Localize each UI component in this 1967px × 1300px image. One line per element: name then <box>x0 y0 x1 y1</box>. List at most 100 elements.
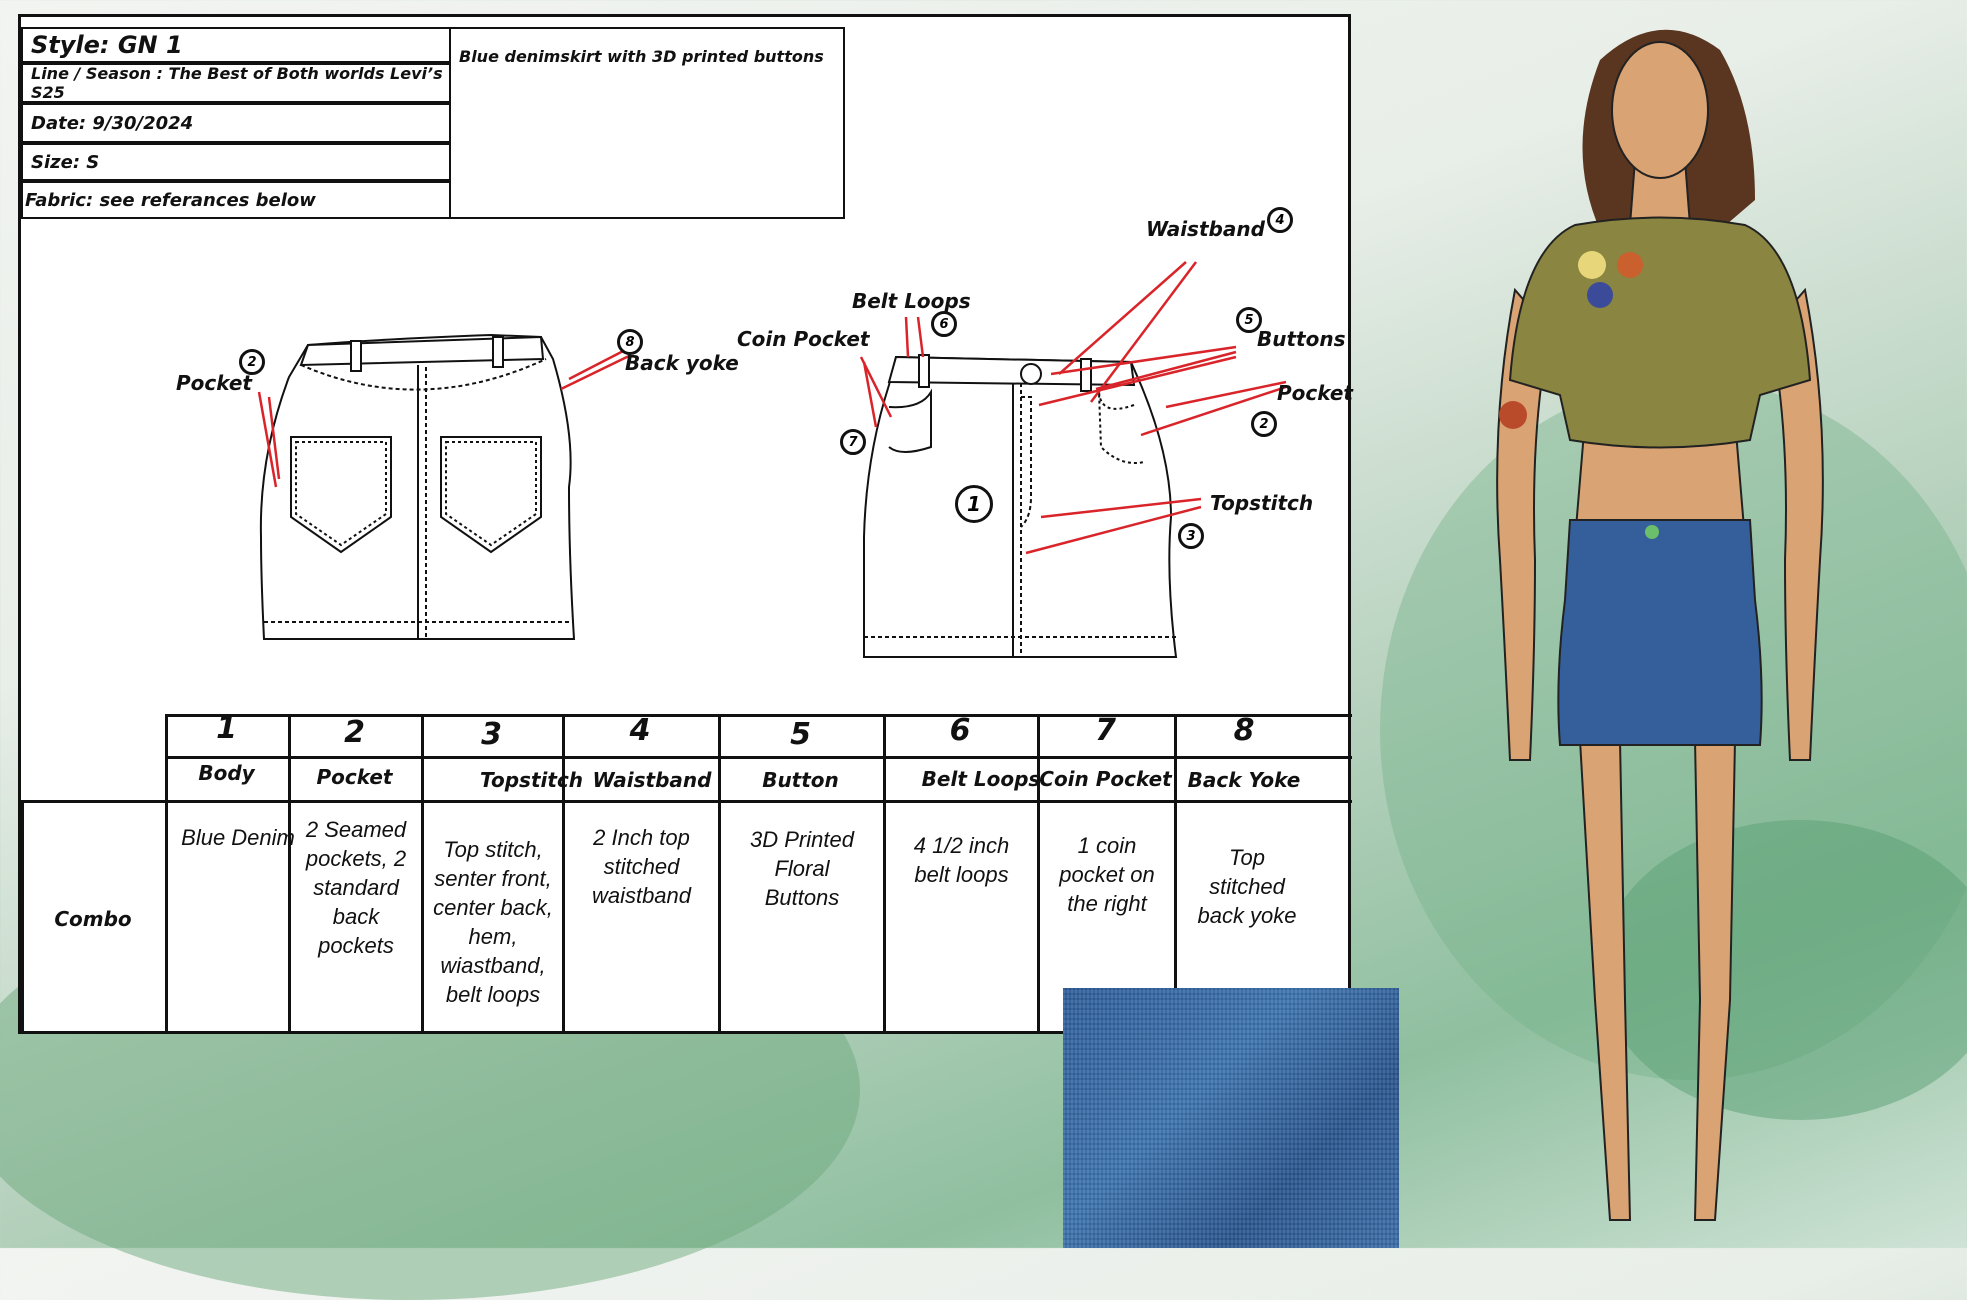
line-season-text: Line / Season : The Best of Both worlds … <box>31 64 443 102</box>
cell-line: 1 coin <box>1077 833 1137 858</box>
cell-line: senter front, <box>434 866 552 891</box>
cell-line: standard <box>313 875 399 900</box>
model-illustration <box>1496 29 1824 1221</box>
table-border <box>421 714 424 1034</box>
back-yoke-num: 8 <box>617 329 643 355</box>
table-border <box>562 714 565 1034</box>
coin-pocket-num: 7 <box>840 429 866 455</box>
cell-line: pocket on <box>1059 862 1155 887</box>
col-head-belt-loops: Belt Loops <box>921 767 1041 791</box>
date-text: Date: 9/30/2024 <box>31 112 194 134</box>
denim-fabric-swatch <box>1063 988 1399 1248</box>
table-border <box>883 714 886 1034</box>
denim-skirt <box>1557 519 1763 746</box>
col-num-3: 3 <box>481 717 502 752</box>
cell-line: back <box>332 904 380 929</box>
waistband-num: 4 <box>1267 207 1293 233</box>
col-head-pocket: Pocket <box>316 765 393 789</box>
cell-back-yoke: Top stitched back yoke <box>1177 843 1317 930</box>
col-num-6: 6 <box>949 713 971 748</box>
background-leaf <box>1600 820 1967 1120</box>
table-border <box>1037 714 1040 1034</box>
callout-lines <box>257 261 1287 555</box>
col-num-8: 8 <box>1233 713 1255 748</box>
cell-line: 4 1/2 inch <box>913 833 1010 858</box>
cell-line: stitched <box>1209 874 1285 899</box>
style-cell: Style: GN 1 <box>21 27 451 63</box>
cell-line: center back, <box>433 895 553 920</box>
col-head-button: Button <box>762 768 839 792</box>
table-border <box>165 714 1352 717</box>
col-head-body: Body <box>198 761 255 785</box>
description-cell: Blue denimskirt with 3D printed buttons <box>449 27 845 219</box>
flower-print <box>1587 282 1613 308</box>
col-num-1: 1 <box>216 711 237 746</box>
skirt-flat-sketches <box>257 261 1287 658</box>
cell-line: wiastband, <box>440 953 546 978</box>
cell-line: 2 Inch top <box>593 825 690 850</box>
col-head-waistband: Waistband <box>592 768 712 792</box>
table-border <box>165 756 1352 759</box>
topstitch-num: 3 <box>1178 523 1204 549</box>
cell-line: stitched <box>603 854 680 879</box>
legs <box>1578 739 1737 1221</box>
cell-line: Buttons <box>764 885 840 910</box>
pocket-callout: Pocket <box>1277 381 1353 405</box>
crop-top <box>1508 216 1812 449</box>
cell-waistband: 2 Inch top stitched waistband <box>565 823 718 910</box>
flower-print <box>1617 252 1643 278</box>
coin-pocket-callout: Coin Pocket <box>737 327 870 351</box>
table-border <box>718 714 721 1034</box>
cell-line: Top stitch, <box>443 837 543 862</box>
col-num-2: 2 <box>344 715 365 750</box>
cell-line: 2 Seamed <box>305 817 407 842</box>
back-pocket-num: 2 <box>239 349 265 375</box>
table-border <box>1174 714 1177 1034</box>
belt-loops-num: 6 <box>931 311 957 337</box>
back-pocket-callout: Pocket <box>176 371 252 395</box>
skirt-button <box>1645 525 1659 539</box>
cell-belt-loops: 4 1/2 inch belt loops <box>886 831 1037 889</box>
table-border <box>288 714 291 1034</box>
body-num: 1 <box>955 485 993 523</box>
flower-print <box>1578 251 1606 279</box>
cell-line: Top <box>1229 845 1265 870</box>
cell-topstitch: Top stitch, senter front, center back, h… <box>424 835 562 1009</box>
skirt-back-view <box>259 333 576 640</box>
col-head-back-yoke: Back Yoke <box>1187 768 1301 792</box>
cell-line: back yoke <box>1197 903 1297 928</box>
cell-line: belt loops <box>914 862 1009 887</box>
col-num-4: 4 <box>629 713 651 748</box>
cell-line: Blue Denim <box>181 825 295 850</box>
waistband-callout: Waistband <box>1146 217 1265 241</box>
cell-coin-pocket: 1 coin pocket on the right <box>1040 831 1174 918</box>
buttons-callout: Buttons <box>1257 327 1346 351</box>
cell-line: belt loops <box>445 982 541 1007</box>
description-text: Blue denimskirt with 3D printed buttons <box>459 47 824 66</box>
cell-line: the right <box>1067 891 1147 916</box>
col-head-topstitch: Topstitch <box>479 768 584 792</box>
cell-line: Floral <box>774 856 830 881</box>
table-border <box>21 800 1352 803</box>
cell-button: 3D Printed Floral Buttons <box>721 825 883 912</box>
cell-line: pockets, 2 <box>305 846 407 871</box>
pocket-num: 2 <box>1251 411 1277 437</box>
cell-line: pockets <box>318 933 394 958</box>
cell-pocket: 2 Seamed pockets, 2 standard back pocket… <box>291 815 421 960</box>
belt-loops-callout: Belt Loops <box>852 289 971 313</box>
flower-print <box>1499 401 1527 429</box>
cell-line: hem, <box>468 924 518 949</box>
row-label-combo: Combo <box>54 907 132 931</box>
tech-pack-sheet: Style: GN 1 Line / Season : The Best of … <box>18 14 1353 1034</box>
col-num-7: 7 <box>1095 713 1116 748</box>
back-yoke-callout: Back yoke <box>625 351 739 375</box>
skirt-front-view <box>862 354 1178 658</box>
style-text: Style: GN 1 <box>31 31 183 59</box>
cell-body: Blue Denim <box>168 823 308 852</box>
cell-line: waistband <box>591 883 692 908</box>
buttons-num: 5 <box>1236 307 1262 333</box>
col-num-5: 5 <box>790 717 811 752</box>
table-border <box>165 714 168 1034</box>
face <box>1611 41 1709 179</box>
table-border <box>21 800 24 1034</box>
